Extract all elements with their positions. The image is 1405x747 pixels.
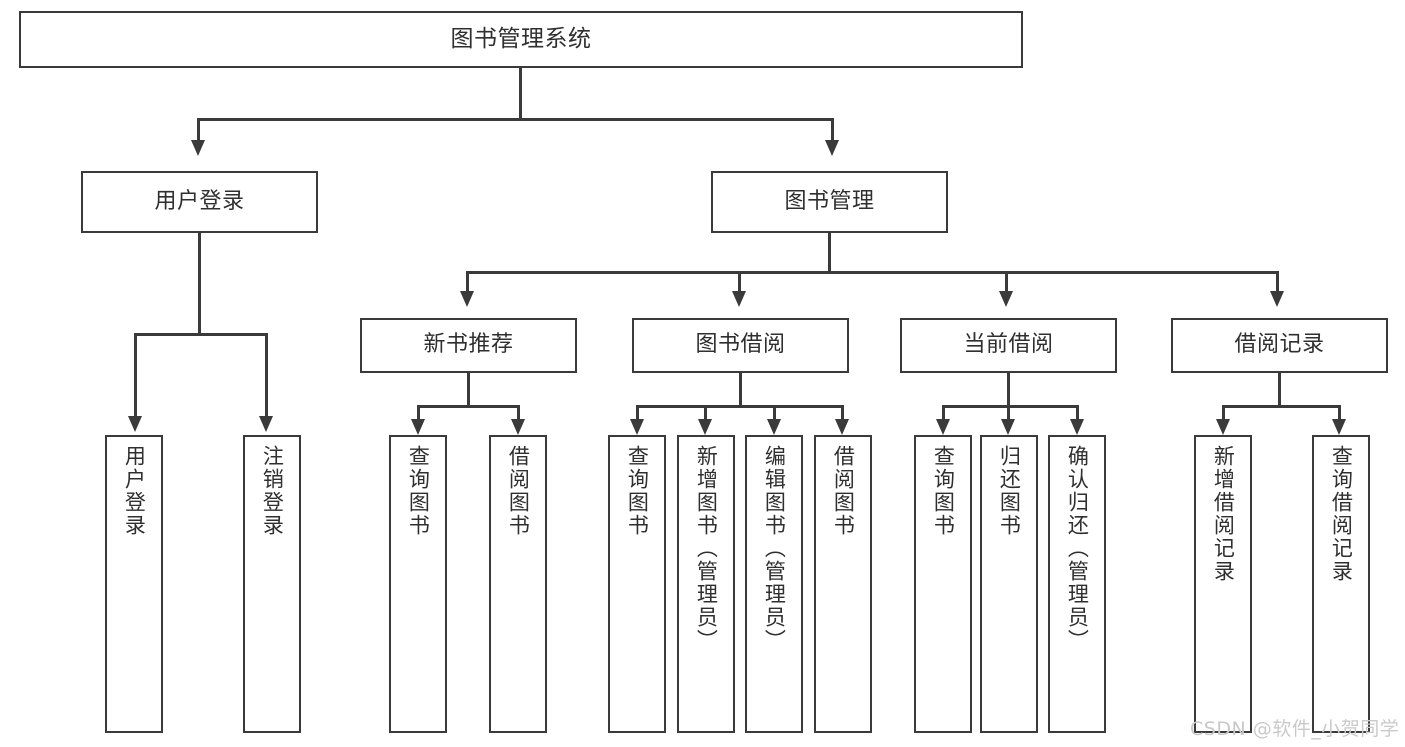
arrowhead-root-to-login — [191, 140, 205, 156]
node-book-borrow[interactable]: 图书借阅 — [632, 318, 849, 373]
connector-currentborrow-bus — [942, 405, 1079, 408]
connector-currentborrow-drop-3 — [1076, 405, 1079, 421]
arrowhead-login-leaf-1 — [128, 416, 142, 432]
leaf-bookborrow-borrow-book[interactable]: 借阅图书 — [814, 435, 872, 733]
node-label: 编辑图书（管理员） — [762, 445, 787, 652]
connector-bookborrow-drop-1 — [636, 405, 639, 421]
connector-bookborrow-drop-3 — [773, 405, 776, 421]
leaf-currentborrow-query-book[interactable]: 查询图书 — [914, 435, 972, 733]
connector-bookborrow-bus — [636, 405, 844, 408]
node-label: 新书推荐 — [423, 332, 514, 358]
arrowhead-bookmgmt-child-4 — [1270, 291, 1284, 307]
leaf-bookborrow-query-book[interactable]: 查询图书 — [608, 435, 666, 733]
node-label: 借阅记录 — [1234, 332, 1325, 358]
arrowhead-newbook-leaf-1 — [411, 419, 425, 435]
node-borrow-record[interactable]: 借阅记录 — [1171, 318, 1388, 373]
connector-bookmgmt-drop-3 — [1005, 271, 1008, 293]
connector-login-drop-2 — [265, 333, 268, 418]
node-book-management[interactable]: 图书管理 — [711, 171, 948, 233]
arrowhead-currentborrow-leaf-2 — [1001, 419, 1015, 435]
arrowhead-newbook-leaf-2 — [511, 419, 525, 435]
arrowhead-bookborrow-leaf-2 — [698, 419, 712, 435]
arrowhead-borrowrecord-leaf-1 — [1216, 419, 1230, 435]
connector-login-drop-1 — [134, 333, 137, 418]
connector-bookmgmt-drop-1 — [466, 271, 469, 293]
node-label: 注销登录 — [260, 445, 285, 537]
arrowhead-login-leaf-2 — [259, 416, 273, 432]
leaf-borrowrecord-query-record[interactable]: 查询借阅记录 — [1312, 435, 1370, 733]
arrowhead-bookborrow-leaf-1 — [630, 419, 644, 435]
connector-root-to-login — [197, 118, 200, 142]
connector-bookborrow-drop-2 — [704, 405, 707, 421]
node-label: 借阅图书 — [831, 445, 856, 537]
node-label: 查询借阅记录 — [1329, 445, 1354, 583]
arrowhead-currentborrow-leaf-1 — [936, 419, 950, 435]
connector-bookmgmt-drop-2 — [738, 271, 741, 293]
connector-borrowrecord-stem — [1278, 373, 1281, 407]
node-label: 图书借阅 — [695, 332, 786, 358]
arrowhead-bookmgmt-child-3 — [999, 291, 1013, 307]
connector-bookmgmt-bus — [466, 271, 1279, 274]
node-label: 图书管理系统 — [450, 26, 592, 53]
leaf-currentborrow-return-book[interactable]: 归还图书 — [980, 435, 1038, 733]
leaf-newbook-query-book[interactable]: 查询图书 — [389, 435, 447, 733]
connector-currentborrow-drop-2 — [1007, 405, 1010, 421]
node-label: 用户登录 — [122, 445, 147, 537]
leaf-logout[interactable]: 注销登录 — [243, 435, 301, 733]
arrowhead-root-to-bookmgmt — [825, 140, 839, 156]
node-root-system[interactable]: 图书管理系统 — [19, 11, 1023, 68]
node-label: 确认归还（管理员） — [1065, 445, 1090, 652]
connector-borrowrecord-bus — [1222, 405, 1341, 408]
node-label: 图书管理 — [784, 188, 875, 214]
connector-login-bus — [134, 333, 268, 336]
arrowhead-bookborrow-leaf-4 — [835, 419, 849, 435]
leaf-bookborrow-edit-book[interactable]: 编辑图书（管理员） — [745, 435, 803, 733]
connector-root-stem — [519, 68, 522, 120]
leaf-borrowrecord-add-record[interactable]: 新增借阅记录 — [1194, 435, 1252, 733]
connector-currentborrow-stem — [1007, 373, 1010, 407]
node-label: 查询图书 — [406, 445, 431, 537]
node-new-book-recommend[interactable]: 新书推荐 — [360, 318, 577, 373]
node-label: 查询图书 — [625, 445, 650, 537]
connector-bookborrow-stem — [739, 373, 742, 407]
node-label: 借阅图书 — [506, 445, 531, 537]
connector-borrowrecord-drop-2 — [1338, 405, 1341, 421]
connector-currentborrow-drop-1 — [942, 405, 945, 421]
node-label: 新增借阅记录 — [1211, 445, 1236, 583]
arrowhead-bookborrow-leaf-3 — [767, 419, 781, 435]
node-label: 查询图书 — [931, 445, 956, 537]
connector-root-to-bookmgmt — [831, 118, 834, 142]
node-label: 当前借阅 — [963, 332, 1054, 358]
connector-borrowrecord-drop-1 — [1222, 405, 1225, 421]
connector-root-bus — [197, 118, 834, 121]
node-current-borrow[interactable]: 当前借阅 — [900, 318, 1117, 373]
connector-newbook-drop-1 — [417, 405, 420, 421]
connector-newbook-stem — [467, 373, 470, 407]
connector-newbook-drop-2 — [517, 405, 520, 421]
connector-bookmgmt-stem — [828, 233, 831, 273]
node-user-login[interactable]: 用户登录 — [81, 171, 318, 233]
connector-bookborrow-drop-4 — [841, 405, 844, 421]
leaf-user-login[interactable]: 用户登录 — [105, 435, 163, 733]
leaf-currentborrow-confirm-return[interactable]: 确认归还（管理员） — [1048, 435, 1106, 733]
arrowhead-bookmgmt-child-2 — [732, 291, 746, 307]
connector-login-stem — [198, 233, 201, 335]
node-label: 新增图书（管理员） — [694, 445, 719, 652]
connector-newbook-bus — [417, 405, 520, 408]
leaf-newbook-borrow-book[interactable]: 借阅图书 — [489, 435, 547, 733]
node-label: 归还图书 — [997, 445, 1022, 537]
arrowhead-currentborrow-leaf-3 — [1070, 419, 1084, 435]
arrowhead-borrowrecord-leaf-2 — [1332, 419, 1346, 435]
connector-bookmgmt-drop-4 — [1276, 271, 1279, 293]
leaf-bookborrow-add-book[interactable]: 新增图书（管理员） — [677, 435, 735, 733]
arrowhead-bookmgmt-child-1 — [460, 291, 474, 307]
node-label: 用户登录 — [154, 188, 245, 214]
